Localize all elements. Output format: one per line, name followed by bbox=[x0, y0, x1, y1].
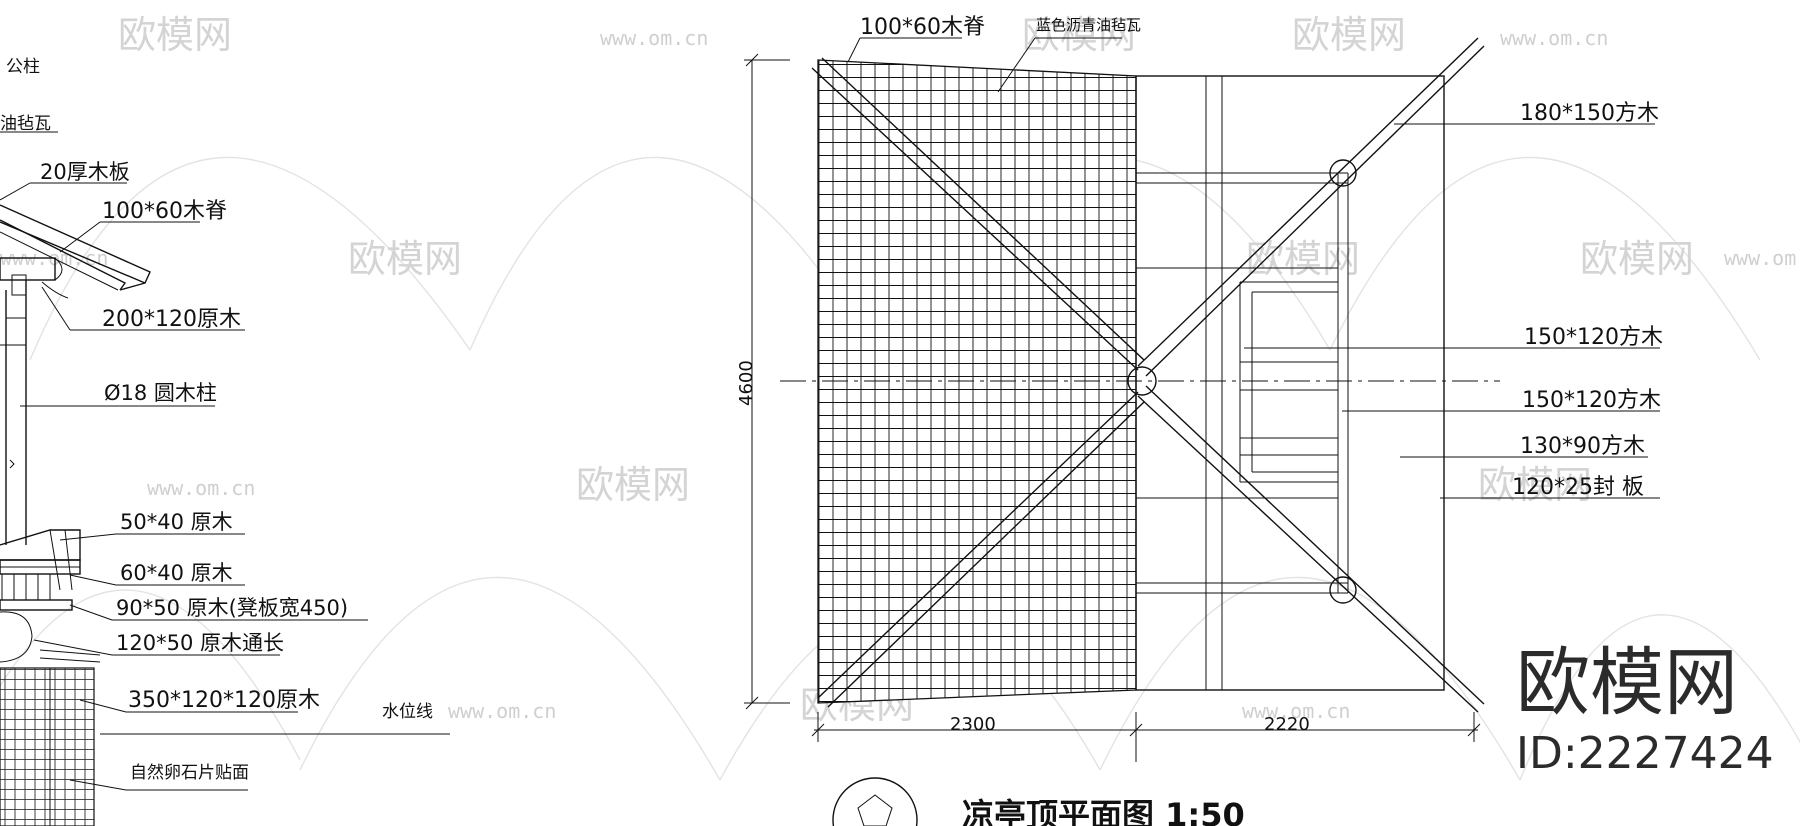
label-post: 公柱 bbox=[6, 57, 40, 77]
label-pebble-facing: 自然卵石片贴面 bbox=[130, 763, 249, 783]
left-elevation bbox=[0, 131, 450, 826]
label-wood-ridge-plan: 100*60木脊 bbox=[860, 15, 985, 40]
label-asphalt-tile: 蓝色沥青油毡瓦 bbox=[1036, 16, 1141, 34]
label-log-350: 350*120*120原木 bbox=[128, 688, 320, 713]
watermark-logo: 欧模网 bbox=[1516, 640, 1738, 726]
label-wood-board: 20厚木板 bbox=[40, 160, 130, 184]
label-log-200x120: 200*120原木 bbox=[102, 307, 241, 332]
watermark-brand: 欧模网 bbox=[118, 13, 232, 57]
plan-title: 凉亭顶平面图 1:50 bbox=[962, 796, 1245, 826]
label-wood-ridge-left: 100*60木脊 bbox=[102, 199, 227, 224]
watermark-brand: 欧模网 bbox=[1478, 463, 1592, 507]
dim-height-4600: 4600 bbox=[736, 360, 757, 406]
watermark-brand: 欧模网 bbox=[348, 237, 462, 281]
watermark-url: www.om.cn bbox=[448, 699, 556, 723]
roof-plan bbox=[744, 37, 1660, 826]
watermark-id: ID:2227424 bbox=[1516, 728, 1774, 779]
label-log-50x40: 50*40 原木 bbox=[120, 510, 233, 534]
dim-width-2300: 2300 bbox=[950, 714, 996, 735]
watermark-url: www.om.cn bbox=[600, 26, 708, 50]
label-log-60x40: 60*40 原木 bbox=[120, 561, 233, 585]
label-water-line: 水位线 bbox=[382, 702, 433, 722]
label-seal-board: 120*25封 板 bbox=[1512, 475, 1644, 500]
label-timber-150x120-a: 150*120方木 bbox=[1524, 325, 1663, 350]
watermark-brand: 欧模网 bbox=[1246, 237, 1360, 281]
dim-width-2220: 2220 bbox=[1264, 714, 1310, 735]
label-timber-130x90: 130*90方木 bbox=[1520, 434, 1645, 459]
label-felt-tile: 油毡瓦 bbox=[0, 114, 51, 134]
watermark-brand: 欧模网 bbox=[576, 463, 690, 507]
label-log-120x50: 120*50 原木通长 bbox=[116, 631, 284, 655]
watermark-url: www.om.cn bbox=[1724, 246, 1800, 270]
watermark-brand: 欧模网 bbox=[1580, 237, 1694, 281]
label-timber-150x120-b: 150*120方木 bbox=[1522, 388, 1661, 413]
label-log-90x50: 90*50 原木(凳板宽450) bbox=[116, 596, 348, 620]
watermark-url: www.om.cn bbox=[1242, 699, 1350, 723]
watermark-brand: 欧模网 bbox=[1022, 13, 1136, 57]
label-timber-180x150: 180*150方木 bbox=[1520, 101, 1659, 126]
watermark-brand: 欧模网 bbox=[1292, 13, 1406, 57]
label-round-post: Ø18 圆木柱 bbox=[104, 381, 217, 405]
watermark-url: www.om.cn bbox=[1500, 26, 1608, 50]
watermark-url: www.om.cn bbox=[147, 476, 255, 500]
